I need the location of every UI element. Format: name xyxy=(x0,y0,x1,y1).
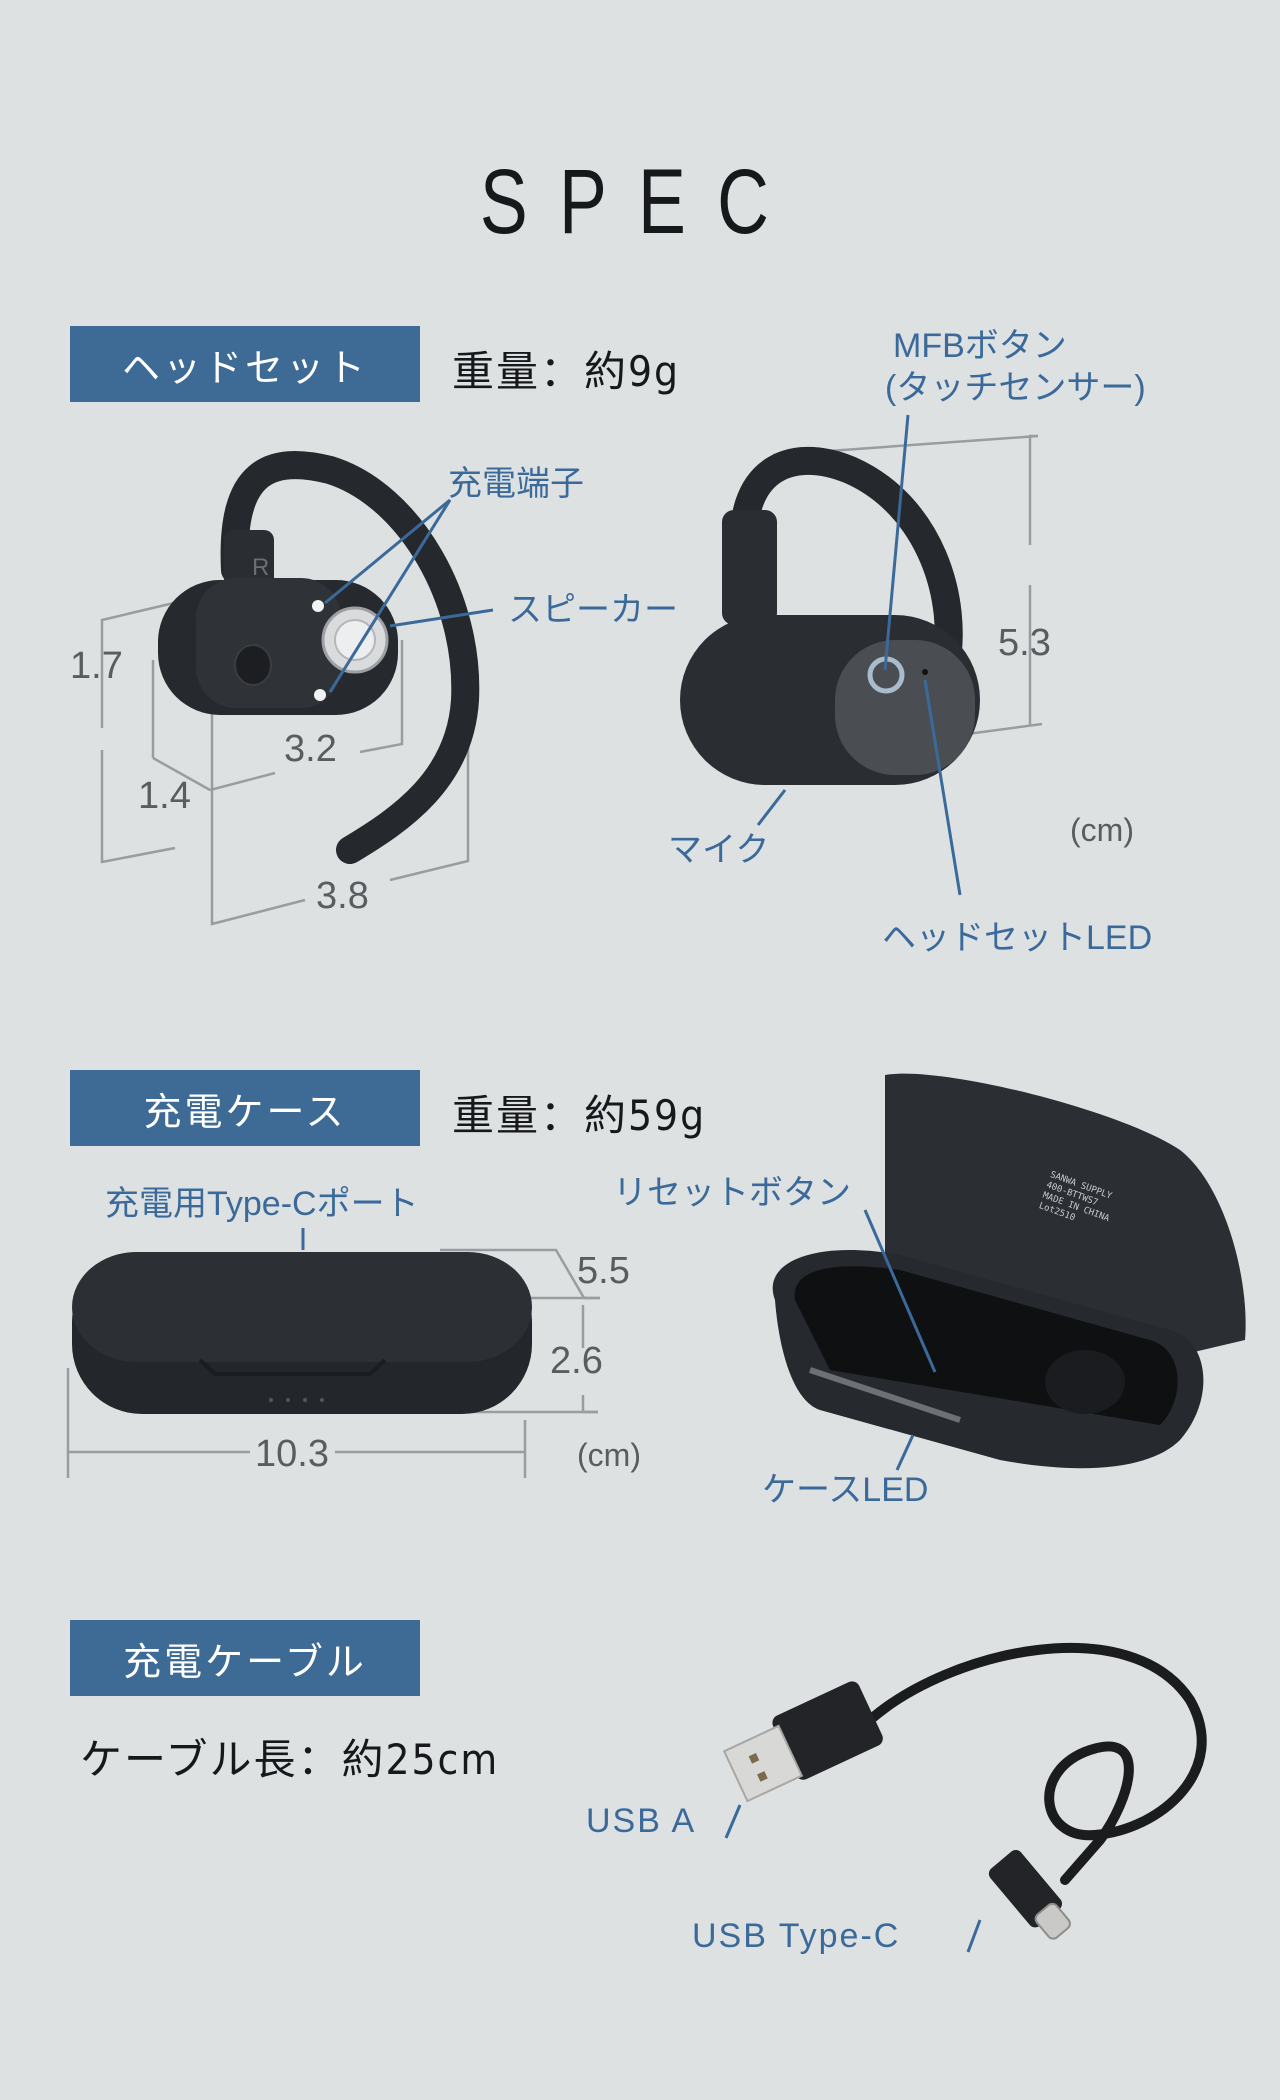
cable-length: ケーブル長：約25cm xyxy=(80,1735,500,1784)
case-weight: 重量：約59g xyxy=(452,1091,707,1140)
dim-case-width: 10.3 xyxy=(255,1433,329,1475)
callout-speaker: スピーカー xyxy=(508,591,678,629)
dim-unit-case: (cm) xyxy=(577,1437,641,1473)
callout-mfb-line1: MFBボタン xyxy=(893,327,1067,365)
callout-usb-type-c: USB Type-C xyxy=(692,1917,901,1955)
callout-mic: マイク xyxy=(668,831,770,869)
callout-case-led: ケースLED xyxy=(762,1471,929,1509)
headset-weight: 重量：約9g xyxy=(452,347,681,396)
dim-unit-headset: (cm) xyxy=(1070,812,1134,848)
callout-reset-button: リセットボタン xyxy=(613,1174,851,1212)
callout-charging-terminal: 充電端子 xyxy=(448,465,584,503)
section-label-case: 充電ケース xyxy=(70,1070,420,1146)
dim-headset-width-total: 3.8 xyxy=(316,875,369,917)
callout-mfb-line2: (タッチセンサー) xyxy=(885,369,1146,407)
dim-headset-height-total: 5.3 xyxy=(998,622,1051,664)
callout-type-c-port: 充電用Type-Cポート xyxy=(105,1185,419,1223)
dim-headset-depth: 1.4 xyxy=(138,775,191,817)
callout-usb-a: USB A xyxy=(586,1802,697,1840)
section-label-cable: 充電ケーブル xyxy=(70,1620,420,1696)
page-title: SPEC xyxy=(479,151,801,253)
dim-case-height: 2.6 xyxy=(550,1340,603,1382)
dim-case-depth: 5.5 xyxy=(577,1250,630,1292)
callout-headset-led: ヘッドセットLED xyxy=(882,919,1153,957)
dim-headset-height-body: 1.7 xyxy=(70,645,123,687)
svg-text:R: R xyxy=(252,554,269,581)
dim-headset-width-body: 3.2 xyxy=(284,728,337,770)
section-label-headset: ヘッドセット xyxy=(70,326,420,402)
